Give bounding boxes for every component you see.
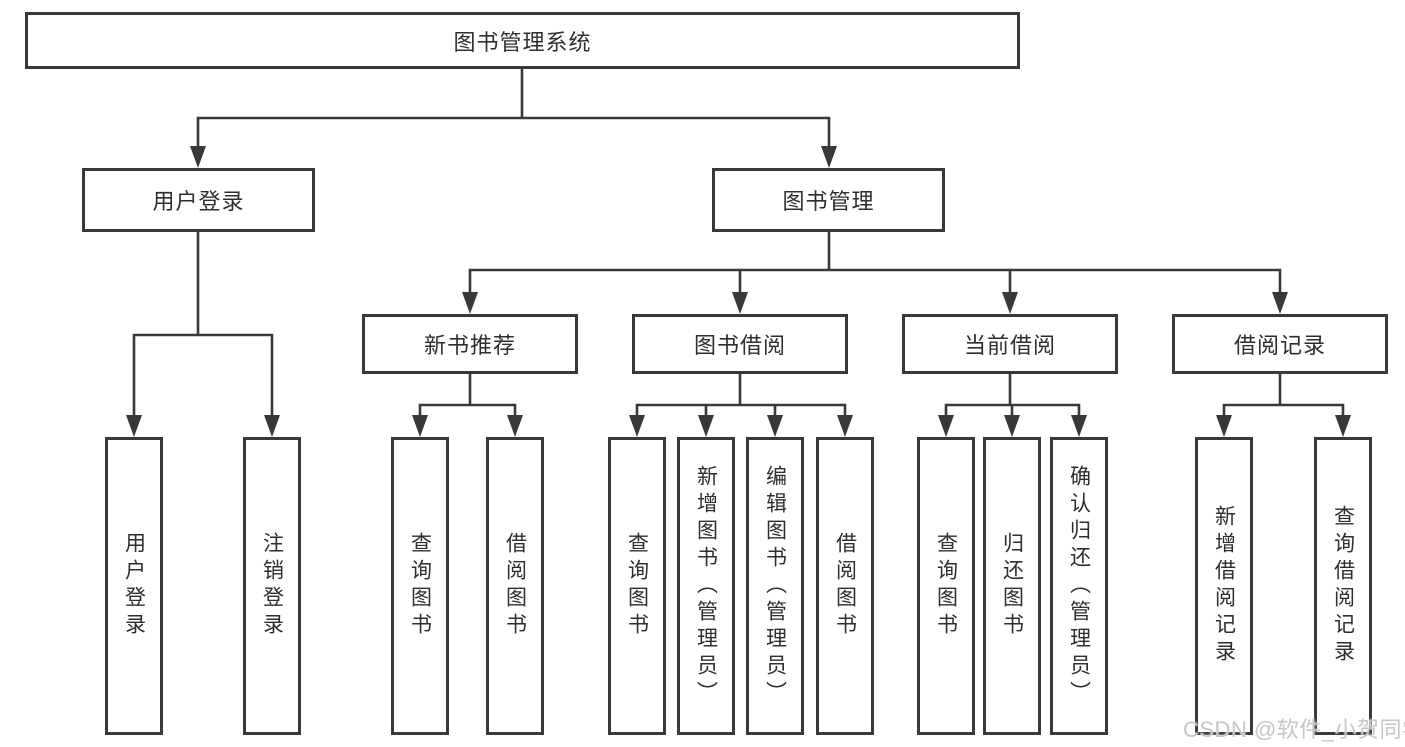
node-new-book-recommend: 新书推荐 [362,314,578,374]
connector-bookborrow-to-leaves [635,372,847,421]
node-label: 图书管理 [782,189,875,214]
arrow-icon [264,415,280,437]
arrow-icon [1272,292,1288,314]
leaf-query-books-current: 查询图书 [917,437,975,735]
arrow-icon [629,415,645,437]
arrow-icon [412,415,428,437]
node-label: 图书借阅 [693,333,786,358]
connector-currentborrow-to-leaves [944,372,1081,421]
node-label: 查询图书 [408,532,432,640]
node-label: 新增借阅记录 [1212,505,1236,667]
arrow-icon [1002,292,1018,314]
leaf-add-borrow-record: 新增借阅记录 [1195,437,1253,735]
leaf-user-login: 用户登录 [105,437,163,735]
arrow-icon [1071,415,1087,437]
arrow-icon [190,146,206,168]
connector-root-to-level2 [196,67,831,152]
node-label: 注销登录 [260,532,284,640]
leaf-query-borrow-record: 查询借阅记录 [1314,437,1372,735]
arrow-icon [767,415,783,437]
node-label: 借阅记录 [1233,333,1326,358]
leaf-edit-books-admin: 编辑图书（管理员） [746,437,804,735]
leaf-query-books-recommend: 查询图书 [391,437,449,735]
connector-records-to-leaves [1222,372,1345,421]
leaf-add-books-admin: 新增图书（管理员） [677,437,735,735]
node-label: 查询图书 [934,532,958,640]
leaf-logout: 注销登录 [243,437,301,735]
leaf-borrow-books-recommend: 借阅图书 [486,437,544,735]
node-label: 用户登录 [152,189,245,214]
node-label: 用户登录 [122,532,146,640]
node-borrow-records: 借阅记录 [1172,314,1388,374]
arrow-icon [821,146,837,168]
node-label: 确认归还（管理员） [1067,464,1091,708]
connector-newbook-to-leaves [418,372,517,421]
node-label: 借阅图书 [503,532,527,640]
node-label: 新增图书（管理员） [694,464,718,708]
node-book-management: 图书管理 [712,168,945,232]
connector-userlogin-to-leaves [132,230,274,421]
node-current-borrow: 当前借阅 [902,314,1118,374]
node-label: 编辑图书（管理员） [763,464,787,708]
arrow-icon [1004,415,1020,437]
node-label: 借阅图书 [833,532,857,640]
arrow-icon [938,415,954,437]
arrow-icon [126,415,142,437]
node-label: 新书推荐 [423,333,516,358]
arrow-icon [507,415,523,437]
connector-bookmgmt-to-level3 [468,230,1282,299]
leaf-borrow-books: 借阅图书 [816,437,874,735]
arrow-icon [732,292,748,314]
leaf-query-books-borrow: 查询图书 [608,437,666,735]
arrow-icon [837,415,853,437]
arrow-icon [462,292,478,314]
arrowheads [126,146,1351,437]
node-label: 归还图书 [1000,532,1024,640]
arrow-icon [1216,415,1232,437]
node-label: 图书管理系统 [453,29,592,55]
node-library-management-system: 图书管理系统 [25,12,1020,69]
arrow-icon [698,415,714,437]
node-label: 当前借阅 [963,333,1056,358]
node-label: 查询图书 [625,532,649,640]
node-book-borrow: 图书借阅 [632,314,848,374]
watermark-text: CSDN @软件_小贺同学 [1183,717,1405,742]
arrow-icon [1335,415,1351,437]
node-user-login: 用户登录 [82,168,315,232]
leaf-return-books: 归还图书 [983,437,1041,735]
node-label: 查询借阅记录 [1331,505,1355,667]
leaf-confirm-return-admin: 确认归还（管理员） [1050,437,1108,735]
